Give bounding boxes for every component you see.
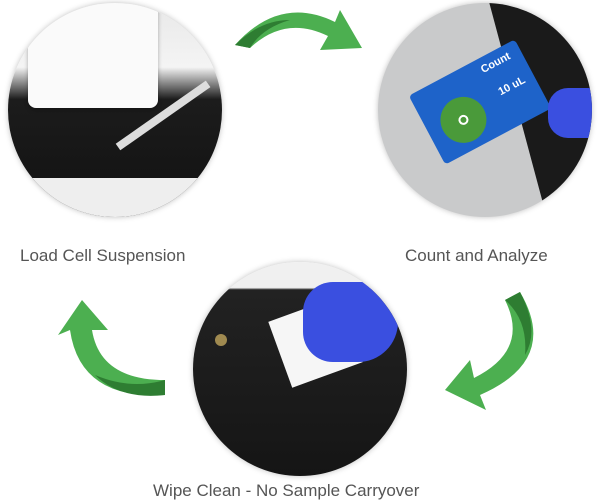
step-load-label: Load Cell Suspension <box>20 246 186 265</box>
glove <box>303 282 398 362</box>
step-load-photo <box>8 3 222 217</box>
step-wipe-photo <box>193 262 407 476</box>
step-count-photo: Count 10 uL <box>378 3 592 217</box>
screen-volume: 10 uL <box>496 74 528 99</box>
arrow-left-icon <box>58 300 165 396</box>
screen-title: Count <box>478 50 513 76</box>
arrow-right-icon <box>445 292 534 410</box>
arrow-top-icon <box>235 10 362 50</box>
glove <box>548 88 592 138</box>
step-count-label: Count and Analyze <box>405 246 548 265</box>
step-wipe-label: Wipe Clean - No Sample Carryover <box>153 481 420 500</box>
